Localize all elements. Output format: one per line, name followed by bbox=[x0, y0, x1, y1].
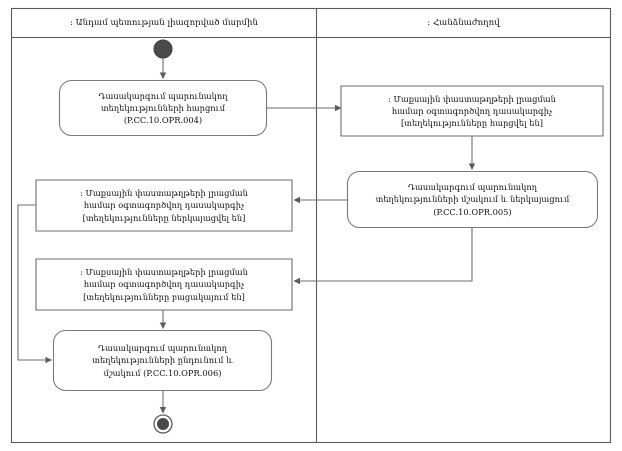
lane-title-left: : Անդամ պետության լիազորված մարմին bbox=[70, 18, 258, 28]
object-data-presented-shape bbox=[35, 179, 293, 232]
final-node-shape bbox=[153, 414, 173, 434]
object-request-sent-shape bbox=[340, 85, 604, 137]
object-data-missing-shape bbox=[35, 258, 293, 311]
lane-title-right: : Հանձնաժողով bbox=[427, 18, 500, 28]
edge-005-to-missing bbox=[293, 227, 473, 285]
edge-presented-to-006 bbox=[17, 204, 53, 364]
initial-node-shape bbox=[153, 39, 173, 59]
activity-opr-005-shape bbox=[346, 170, 599, 229]
swimlane-frame bbox=[10, 7, 612, 444]
activity-opr-004-shape bbox=[58, 79, 268, 137]
activity-opr-006-shape bbox=[52, 329, 273, 392]
edge-layer bbox=[17, 58, 476, 414]
